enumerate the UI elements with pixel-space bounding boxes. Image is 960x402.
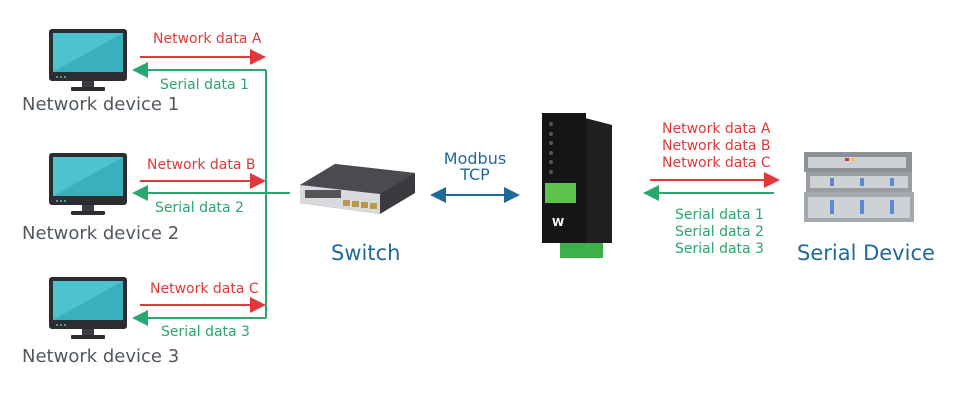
monitor-icon: [49, 277, 127, 339]
network-data-item: Network data C: [662, 155, 771, 171]
protocol-label: Modbus TCP: [440, 151, 510, 183]
gateway-device-icon: W: [542, 113, 612, 258]
network-device-label: Network device 3: [22, 346, 180, 367]
network-device-label: Network device 1: [22, 94, 180, 115]
protocol-line-1: Modbus: [443, 149, 507, 168]
serial-data-item: Serial data 2: [675, 224, 764, 240]
network-device-label: Network device 2: [22, 223, 180, 244]
serial-data-item: Serial data 1: [675, 207, 764, 223]
server-rack-icon: [804, 152, 914, 222]
switch-label: Switch: [331, 241, 401, 265]
incoming-network-data: Network data A Network data B Network da…: [662, 121, 771, 172]
network-data-item: Network data A: [662, 121, 771, 137]
outgoing-serial-data: Serial data 1 Serial data 2 Serial data …: [675, 207, 764, 258]
serial-data-item: Serial data 3: [675, 241, 764, 257]
network-data-label: Network data B: [147, 157, 256, 173]
protocol-line-2: TCP: [460, 165, 490, 184]
serial-data-label: Serial data 2: [155, 200, 244, 216]
monitor-icon: [49, 153, 127, 215]
serial-data-label: Serial data 1: [160, 77, 249, 93]
network-data-label: Network data A: [153, 31, 262, 47]
monitor-icon: [49, 29, 127, 91]
network-data-item: Network data B: [662, 138, 771, 154]
serial-data-label: Serial data 3: [161, 324, 250, 340]
serial-device-label: Serial Device: [797, 241, 935, 265]
svg-text:W: W: [552, 216, 564, 229]
switch-icon: [300, 164, 415, 214]
network-data-label: Network data C: [150, 281, 259, 297]
